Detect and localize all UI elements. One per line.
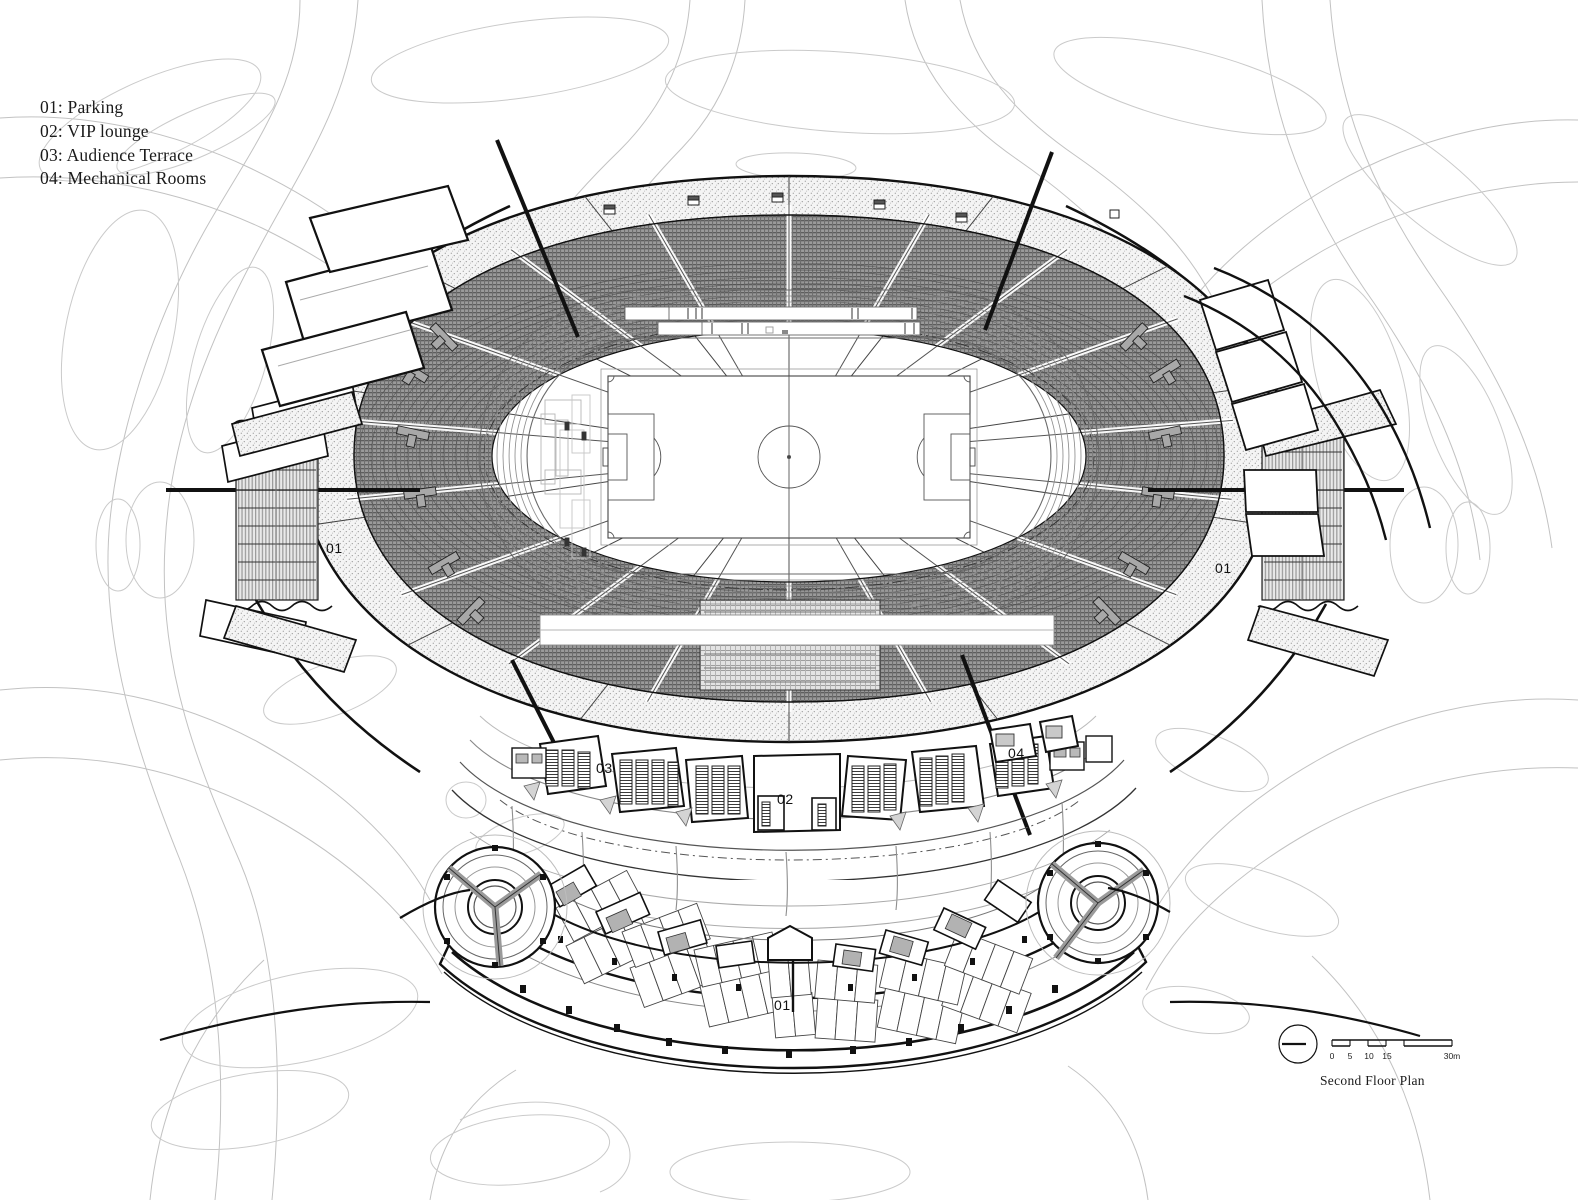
ramp-east	[1183, 266, 1432, 678]
plan-label-parking-west: 01	[326, 540, 343, 556]
legend: 01: Parking 02: VIP lounge 03: Audience …	[40, 96, 400, 191]
spiral-ramp-west	[422, 834, 568, 980]
field-event-areas	[540, 394, 591, 559]
plan-label-audience-terrace: 03	[596, 760, 613, 776]
scale-bar	[1331, 1039, 1453, 1047]
legend-item-03: 03: Audience Terrace	[40, 144, 194, 165]
landscape-islands	[38, 16, 1518, 1200]
legend-item-02: 02: VIP lounge	[40, 120, 149, 141]
scale-end-label: 30m	[1444, 1051, 1461, 1061]
north-arrow	[1278, 1024, 1318, 1064]
plan-label-mechanical-rooms: 04	[1008, 745, 1025, 761]
scale-tick-0: 0	[1330, 1051, 1335, 1061]
ramp-west	[199, 184, 470, 674]
south-fitout	[451, 714, 1137, 880]
parking-deck	[438, 863, 1148, 1074]
plan-label-parking-east: 01	[1215, 560, 1232, 576]
plan-label-vip-lounge: 02	[777, 791, 794, 807]
scale-tick-15: 15	[1382, 1051, 1392, 1061]
parking-service-strip	[519, 863, 1069, 973]
scale-tick-10: 10	[1364, 1051, 1374, 1061]
spiral-ramp-east	[1025, 830, 1171, 976]
plan-title: Second Floor Plan	[1320, 1073, 1425, 1088]
legend-item-04: 04: Mechanical Rooms	[40, 168, 207, 189]
scale-tick-5: 5	[1348, 1051, 1353, 1061]
football-pitch	[600, 368, 978, 546]
access-roads	[159, 886, 1421, 1042]
track-runways	[539, 306, 1055, 646]
plan-label-parking-south: 01	[774, 997, 791, 1013]
parking-columns	[520, 936, 1058, 1058]
legend-item-01: 01: Parking	[40, 97, 124, 117]
title-block: 0 5 10 15 30m Second Floor Plan	[1272, 1020, 1572, 1100]
running-track	[478, 289, 1100, 623]
